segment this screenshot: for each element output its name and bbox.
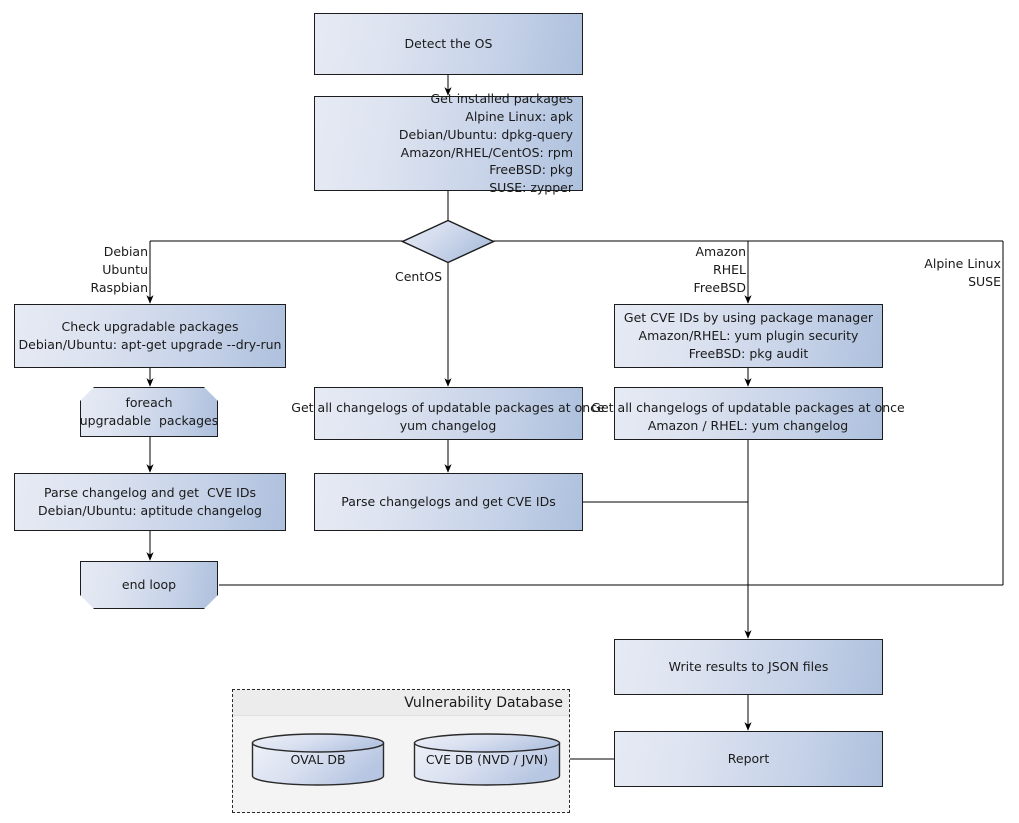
node-parse-changelogs-centos[interactable]: Parse changelogs and get CVE IDs <box>314 473 583 531</box>
node-parse-changelogs-centos-label: Parse changelogs and get CVE IDs <box>341 494 556 510</box>
node-os-decision[interactable] <box>400 219 496 264</box>
cylinder-cve-db[interactable] <box>413 733 561 786</box>
branch-label-amazon: Amazon RHEL FreeBSD <box>693 244 746 295</box>
node-foreach-loop-start-label: foreach upgradable packages <box>79 395 219 428</box>
node-get-installed-packages[interactable]: Get installed packages Alpine Linux: apk… <box>314 91 583 195</box>
node-detect-the-os[interactable]: Detect the OS <box>314 13 583 75</box>
node-report-label: Report <box>727 751 770 767</box>
vulnerability-database-title: Vulnerability Database <box>233 690 569 716</box>
node-get-cve-ids-package-manager-label: Get CVE IDs by using package manager Ama… <box>623 310 874 361</box>
node-parse-changelog-debian[interactable]: Parse changelog and get CVE IDs Debian/U… <box>14 473 286 531</box>
node-parse-changelog-debian-label: Parse changelog and get CVE IDs Debian/U… <box>38 485 262 518</box>
branch-label-alpine: Alpine Linux SUSE <box>924 256 1001 289</box>
branch-label-centos: CentOS <box>394 269 442 284</box>
node-write-results-json-label: Write results to JSON files <box>668 659 829 675</box>
loop-end-shape <box>80 561 218 609</box>
branch-label-debian: Debian Ubuntu Raspbian <box>90 244 148 295</box>
node-check-upgradable-packages-label: Check upgradable packages Debian/Ubuntu:… <box>18 319 282 352</box>
node-foreach-loop-start[interactable]: foreach upgradable packages <box>80 387 218 437</box>
node-get-changelogs-centos[interactable] <box>314 387 583 440</box>
node-get-installed-packages-label: Get installed packages Alpine Linux: apk… <box>398 91 573 195</box>
node-end-loop-label: end loop <box>121 577 177 593</box>
node-report[interactable]: Report <box>614 731 883 787</box>
loop-start-shape <box>80 387 218 437</box>
cylinder-oval-db[interactable] <box>251 733 385 786</box>
node-check-upgradable-packages[interactable]: Check upgradable packages Debian/Ubuntu:… <box>14 304 286 368</box>
node-detect-the-os-label: Detect the OS <box>404 36 493 52</box>
node-get-changelogs-amazon[interactable] <box>614 387 883 440</box>
node-get-cve-ids-package-manager[interactable]: Get CVE IDs by using package manager Ama… <box>614 304 883 368</box>
node-write-results-json[interactable]: Write results to JSON files <box>614 639 883 695</box>
node-end-loop[interactable]: end loop <box>80 561 218 609</box>
